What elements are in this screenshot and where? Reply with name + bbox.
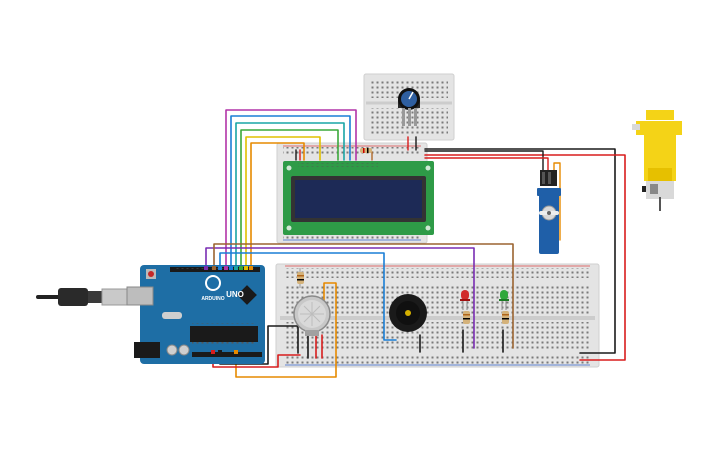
arduino-uno: ARDUINO UNO bbox=[126, 265, 265, 364]
wire-yellow bbox=[245, 136, 321, 269]
usb-cable bbox=[36, 288, 129, 306]
piezo-buzzer bbox=[389, 294, 427, 332]
wire-servo-orange bbox=[553, 162, 561, 241]
wire-servo-black bbox=[424, 150, 544, 173]
micro-servo bbox=[537, 170, 561, 254]
gas-sensor bbox=[293, 295, 331, 336]
potentiometer bbox=[398, 88, 420, 126]
wire-teal bbox=[235, 122, 345, 269]
wire-green-lcd bbox=[240, 129, 339, 269]
wire-purple-red-led bbox=[205, 247, 475, 349]
lcd-16x2 bbox=[283, 161, 434, 235]
arduino-model-text: UNO bbox=[226, 290, 244, 299]
wire-servo-red bbox=[424, 157, 549, 173]
arduino-logo-text: ARDUINO bbox=[201, 296, 224, 302]
wire-red-bus bbox=[424, 154, 626, 361]
header-wire-ends bbox=[204, 266, 253, 354]
wire-black-bus bbox=[424, 148, 616, 354]
wire-magenta bbox=[225, 109, 357, 269]
red-led bbox=[460, 290, 470, 324]
wire-orange-sensor bbox=[235, 282, 337, 378]
green-led bbox=[499, 290, 509, 324]
wire-blue-lcd bbox=[230, 115, 351, 269]
wires bbox=[205, 109, 626, 378]
dc-motor bbox=[632, 110, 682, 211]
wire-blue-buzzer bbox=[219, 252, 397, 341]
wire-brown-green-led bbox=[213, 243, 514, 349]
wire-orange-lcd bbox=[250, 142, 305, 269]
resistor-sensor bbox=[297, 268, 304, 288]
resistor-lcd bbox=[360, 148, 372, 153]
